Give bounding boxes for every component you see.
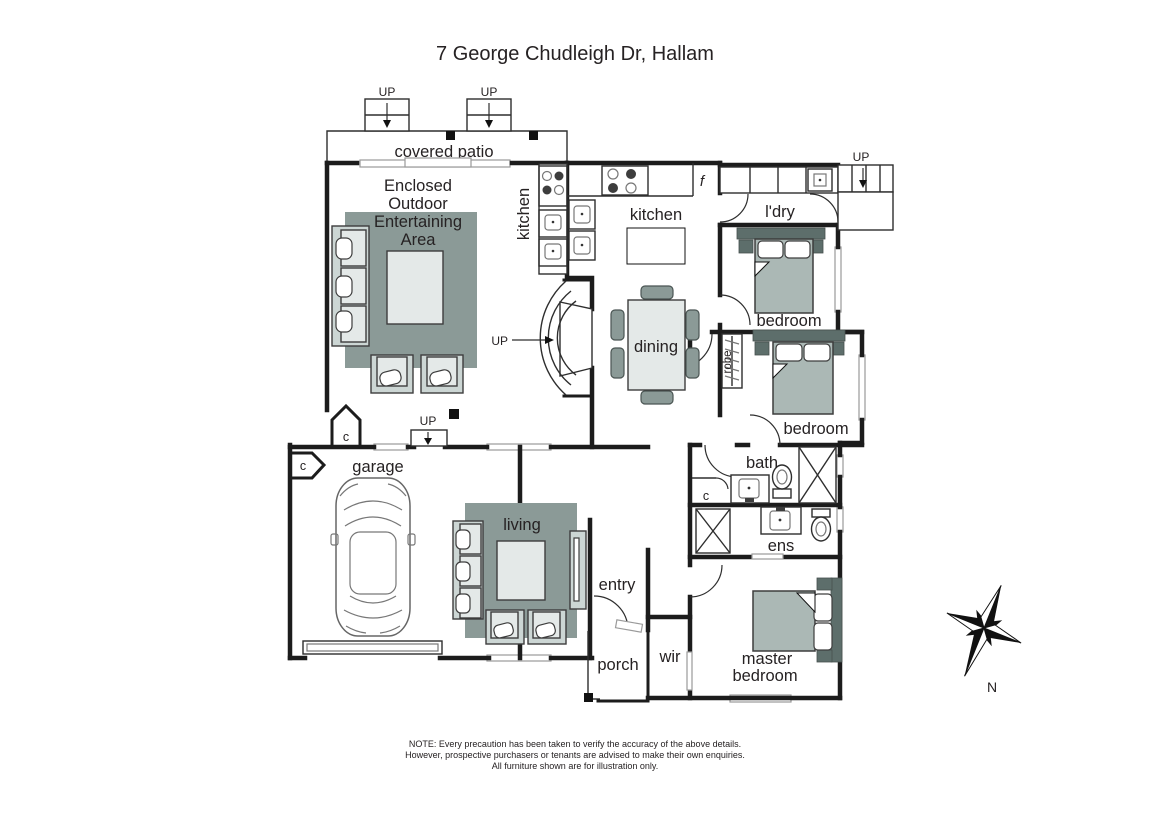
disclaimer-note: NOTE: Every precaution has been taken to… [405,739,745,771]
dining-table [627,299,686,391]
ens-shower [695,508,731,554]
ensuite: ens [695,506,832,555]
label-porch: porch [597,656,638,674]
label-up-2: UP [481,85,498,99]
label-entry: entry [599,576,636,594]
label-bedroom-1: bedroom [756,312,821,330]
label-up-5: UP [853,150,870,164]
label-up-1: UP [379,85,396,99]
cooktop [601,165,649,196]
label-enclosed-4: Area [401,231,437,249]
outdoor-table [386,250,444,325]
laundry: l'dry [719,166,839,221]
robe: robe [721,333,743,389]
label-bedroom-2: bedroom [783,420,848,438]
bedhead-1 [736,227,826,240]
bathroom: bath c [703,446,837,504]
front-door-threshold [614,619,644,633]
master-bedroom: master bedroom [732,577,843,685]
wir: wir [658,648,693,691]
coffee-table [496,540,546,601]
label-dining: dining [634,338,678,356]
label-kitchen: kitchen [630,206,682,224]
doors [593,193,839,633]
label-garage: garage [352,458,403,476]
covered-patio: covered patio [326,130,568,163]
outdoor-kitchen: kitchen [515,163,568,275]
label-ens: ens [768,537,795,555]
label-closet-3: c [300,459,306,473]
patio-stairs-right: UP [466,85,512,132]
enclosed-outdoor-area: Enclosed Outdoor Entertaining Area c UP [330,177,477,449]
outdoor-armchair-2 [420,354,464,394]
label-fridge: f [700,173,706,190]
patio-stairs-left: UP [364,85,410,132]
label-covered-patio: covered patio [394,143,493,161]
label-kitchen-outdoor: kitchen [515,188,533,240]
outdoor-armchair-1 [370,354,414,394]
entry: entry [599,576,636,594]
label-closet-1: c [343,430,349,444]
label-enclosed-2: Outdoor [388,195,448,213]
ens-vanity [760,506,802,535]
bedhead-2 [752,329,846,342]
label-wir: wir [658,648,681,666]
label-enclosed-3: Entertaining [374,213,462,231]
laundry-trough [807,168,833,192]
bath-toilet [771,464,793,499]
tv-unit [569,530,587,610]
label-master-2: bedroom [732,667,797,685]
outdoor-sofa [331,225,370,347]
label-up-4: UP [420,414,437,428]
kitchen-island [626,227,686,265]
ens-toilet [810,508,832,542]
living-sofa [452,520,484,620]
bedhead-master [830,577,843,663]
living-room: living [452,503,587,645]
bedroom-1: bedroom [736,227,826,330]
kitchen: kitchen f [567,163,706,265]
label-master-1: master [742,650,793,668]
closet-garage [288,451,327,480]
label-laundry: l'dry [765,203,795,221]
note-line-1: NOTE: Every precaution has been taken to… [409,739,741,749]
garage: c garage [288,451,443,655]
label-robe: robe [722,350,734,373]
label-closet-2: c [703,489,709,503]
garage-step-up: UP [410,414,448,447]
living-armchair-2 [527,609,567,645]
living-armchair-1 [485,609,525,645]
compass-rose: N [946,585,1022,695]
label-bath: bath [746,454,778,472]
bedroom-2: bedroom robe [721,329,849,438]
car [330,477,416,637]
note-line-3: All furniture shown are for illustration… [492,761,658,771]
porch: porch [584,631,639,702]
page-title: 7 George Chudleigh Dr, Hallam [436,43,714,65]
label-living: living [503,516,541,534]
label-north: N [987,679,997,695]
note-line-2: However, prospective purchasers or tenan… [405,750,745,760]
curved-stair: UP [491,280,593,396]
garage-door [302,640,443,655]
label-enclosed-1: Enclosed [384,177,452,195]
bath-vanity [730,474,770,504]
label-up-3: UP [491,334,508,348]
rear-stairs: UP [837,150,894,231]
closet-enclosed [330,403,362,449]
dining-area: dining [610,285,700,405]
bath-shower [798,446,837,504]
